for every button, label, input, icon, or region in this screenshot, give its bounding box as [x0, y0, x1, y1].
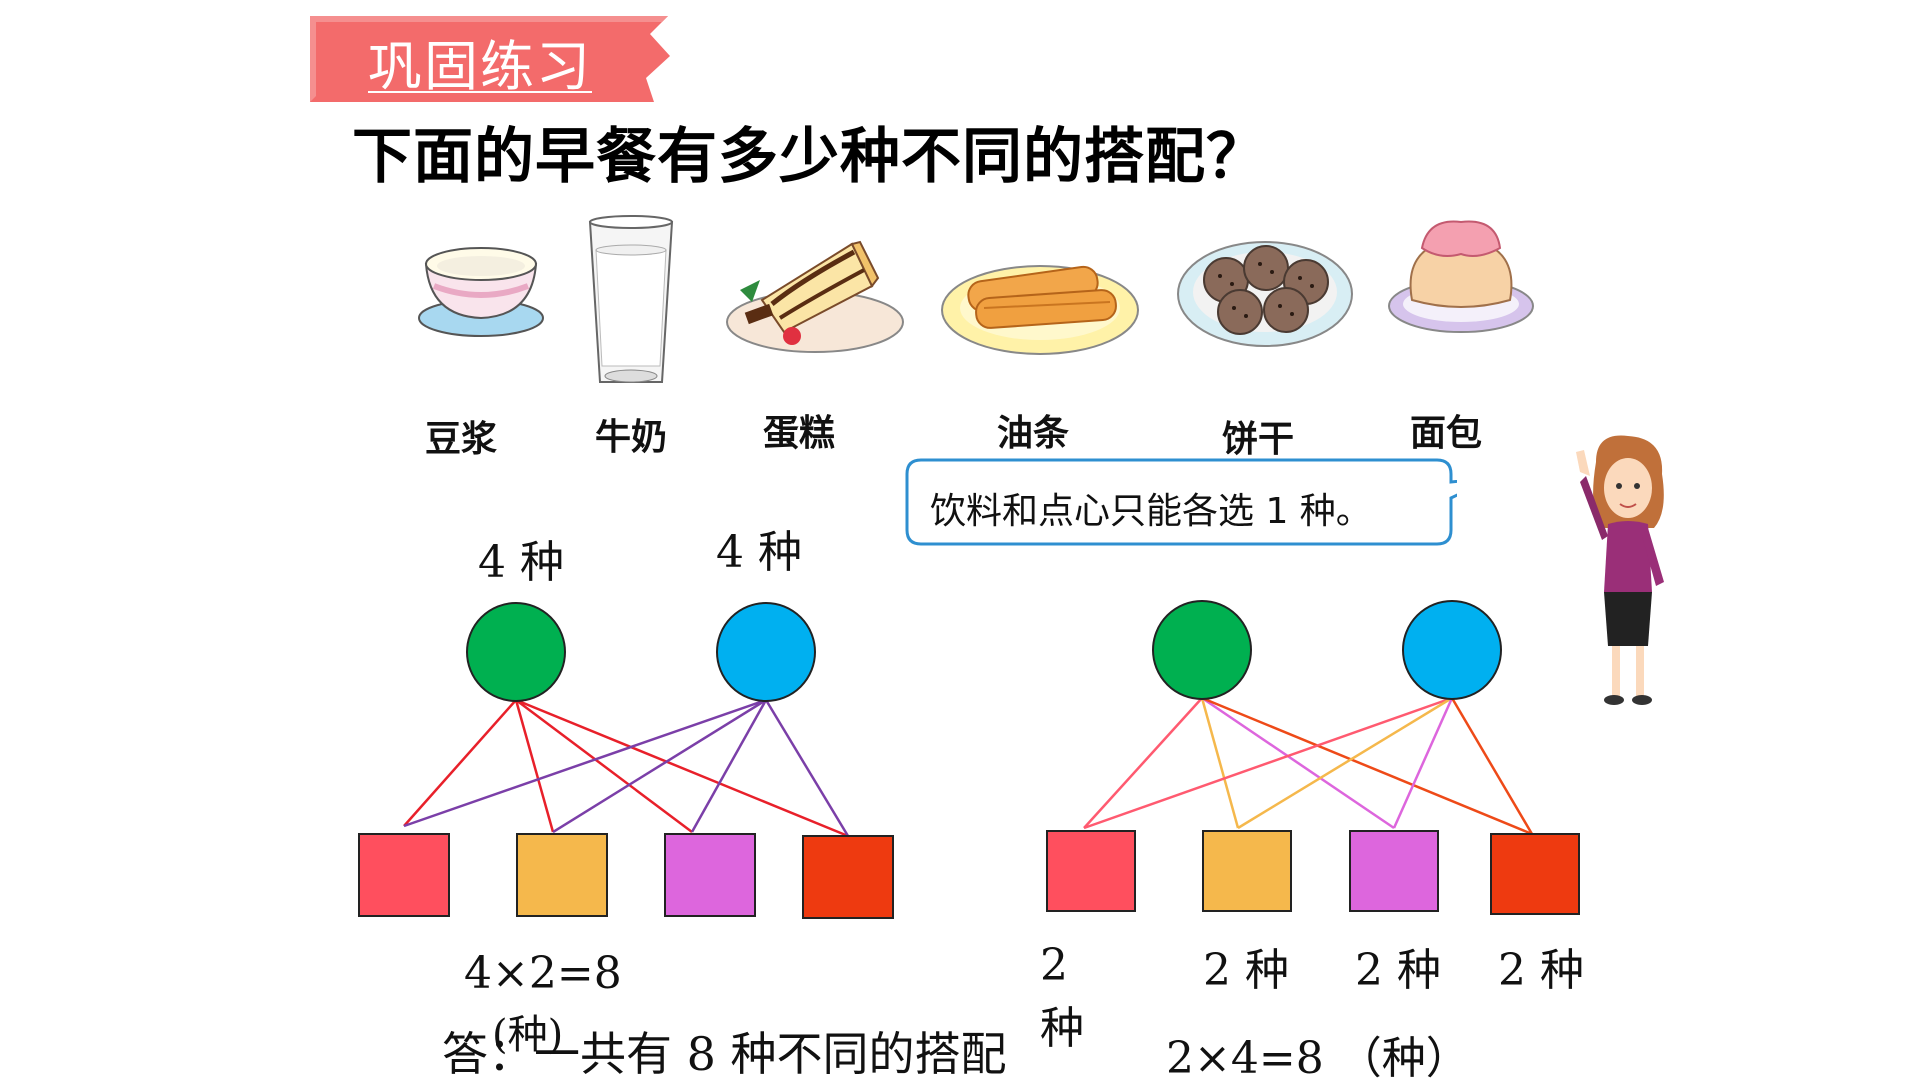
- right-equation: 2×4=8 （种）: [1166, 1033, 1470, 1084]
- fried-dough-plate-icon: [941, 265, 1139, 355]
- right-line-blue-4: [1450, 697, 1534, 835]
- left-square-1: [358, 833, 450, 917]
- speech-bubble: [905, 458, 1457, 546]
- food-label-milk: 牛奶: [595, 417, 668, 458]
- food-label-soymilk: 豆浆: [425, 419, 498, 460]
- right-line-blue-2: [1237, 696, 1453, 830]
- food-label-cake: 蛋糕: [763, 413, 836, 454]
- speech-bubble-text: 饮料和点心只能各选 1 种。: [930, 491, 1372, 532]
- left-line-blue-3: [690, 699, 768, 833]
- left-line-blue-2: [552, 698, 767, 834]
- right-square-3: [1349, 830, 1439, 912]
- right-line-green-4: [1201, 696, 1533, 836]
- cookies-plate-icon: [1177, 241, 1353, 347]
- right-line-blue-1: [1083, 696, 1453, 830]
- left-green-circle: [466, 602, 566, 702]
- right-green-circle: [1152, 600, 1252, 700]
- left-drink2-count: 4 种: [716, 527, 802, 578]
- answer-text: 答：一共有 8 种不同的搭配: [442, 1027, 1007, 1081]
- left-line-blue-1: [403, 698, 767, 828]
- food-label-biscuit: 饼干: [1222, 419, 1295, 460]
- banner-title: 巩固练习: [368, 35, 592, 98]
- right-line-green-1: [1083, 697, 1203, 829]
- right-line-blue-3: [1392, 697, 1454, 829]
- left-line-blue-4: [764, 699, 850, 837]
- left-square-2: [516, 833, 608, 917]
- right-snack2-count: 2 种: [1203, 945, 1289, 996]
- left-line-green-2: [514, 699, 555, 833]
- left-line-green-3: [515, 699, 693, 833]
- milk-glass-icon: [588, 215, 674, 383]
- left-equation: 4×2=8: [464, 948, 622, 999]
- bread-plate-icon: [1388, 220, 1534, 333]
- soy-milk-bowl-icon: [418, 247, 544, 337]
- question-title: 下面的早餐有多少种不同的搭配？: [352, 122, 1267, 192]
- food-label-youtiao: 油条: [997, 413, 1070, 454]
- right-line-green-2: [1200, 697, 1240, 829]
- right-square-1: [1046, 830, 1136, 912]
- right-line-green-3: [1201, 696, 1395, 830]
- right-blue-circle: [1402, 600, 1502, 700]
- right-square-4: [1490, 833, 1580, 915]
- left-square-4: [802, 835, 894, 919]
- left-drink1-count: 4 种: [478, 537, 564, 588]
- right-snack3-count: 2 种: [1355, 945, 1441, 996]
- left-line-green-1: [403, 699, 517, 827]
- right-snack4-count: 2 种: [1498, 945, 1584, 996]
- left-square-3: [664, 833, 756, 917]
- right-snack1-unit: 种: [1040, 1003, 1084, 1054]
- left-blue-circle: [716, 602, 816, 702]
- food-label-bread: 面包: [1410, 413, 1483, 454]
- left-line-green-4: [515, 698, 849, 838]
- right-square-2: [1202, 830, 1292, 912]
- teacher-icon: [1576, 435, 1664, 705]
- left-equation-unit: (种): [492, 1012, 564, 1058]
- right-snack1-count: 2: [1040, 940, 1068, 991]
- cake-slice-icon: [726, 240, 904, 353]
- title-banner: [310, 16, 670, 102]
